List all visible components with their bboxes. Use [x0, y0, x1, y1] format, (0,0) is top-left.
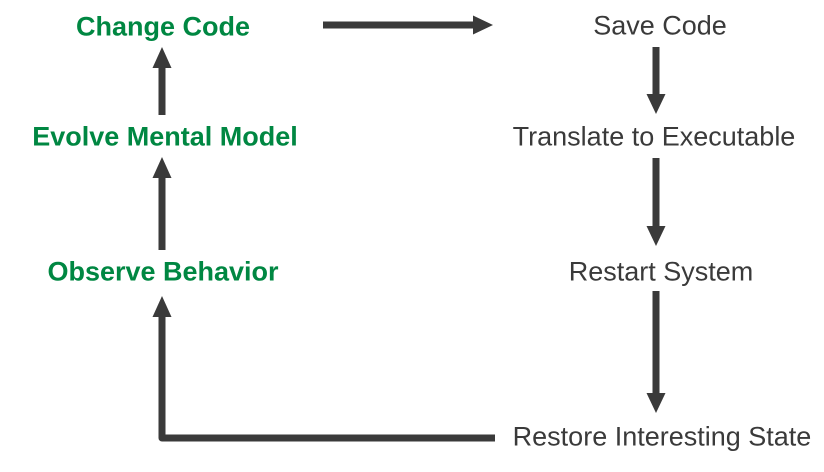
node-evolve-mental-model: Evolve Mental Model	[32, 121, 298, 152]
arrow-head	[646, 393, 666, 413]
arrow-head	[646, 226, 666, 246]
node-restart-system: Restart System	[568, 256, 754, 287]
arrow-change-code-to-save-code	[323, 15, 493, 35]
arrow-head	[152, 296, 172, 317]
node-observe-behavior: Observe Behavior	[47, 256, 279, 287]
arrow-head	[152, 47, 172, 68]
node-restore-interesting-state: Restore Interesting State	[512, 421, 812, 452]
arrow-restart-to-restore	[646, 291, 666, 413]
arrow-head	[646, 94, 666, 114]
arrow-head	[152, 157, 172, 178]
arrow-translate-to-restart	[646, 158, 666, 246]
node-save-code: Save Code	[593, 10, 727, 41]
arrow-save-code-to-translate	[646, 47, 666, 114]
arrow-restore-to-observe	[152, 296, 495, 442]
node-translate-to-executable: Translate to Executable	[512, 121, 796, 152]
node-change-code: Change Code	[75, 11, 251, 42]
arrow-evolve-to-change	[152, 47, 172, 115]
arrow-observe-to-evolve	[152, 157, 172, 250]
arrow-shaft	[158, 315, 495, 442]
arrow-head	[473, 15, 493, 35]
